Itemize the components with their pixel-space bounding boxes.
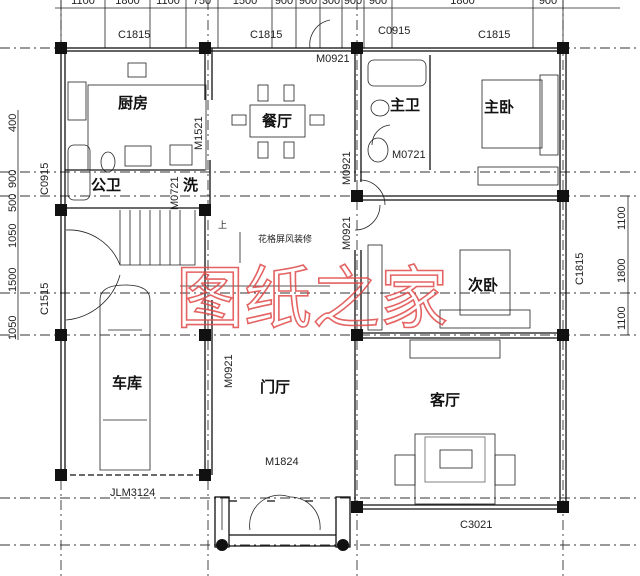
- sink-icon: [67, 81, 87, 121]
- kitchen-counter: [87, 84, 207, 171]
- svg-text:1050: 1050: [7, 224, 19, 248]
- structural-columns: [55, 42, 569, 551]
- svg-text:M0921: M0921: [316, 53, 350, 65]
- room-living: 客厅: [429, 391, 460, 409]
- public-washbasin: [124, 145, 152, 167]
- svg-text:M0921: M0921: [223, 354, 235, 388]
- dimension-label: 1100: [71, 0, 95, 7]
- svg-text:JLM3124: JLM3124: [110, 487, 155, 499]
- dimension-label: 900: [539, 0, 557, 7]
- svg-text:1100: 1100: [616, 306, 628, 330]
- svg-text:C0915: C0915: [378, 25, 410, 37]
- room-kitchen: 厨房: [118, 94, 148, 112]
- dimension-label: 900: [344, 0, 362, 7]
- washing-machine: [169, 144, 193, 166]
- room-dining: 餐厅: [262, 112, 292, 130]
- left-dimension: 400 900 500 1050 1500 1050 C0915 C1515: [7, 110, 51, 340]
- dimension-label: 1500: [233, 0, 257, 7]
- dimension-label: 1100: [156, 0, 180, 7]
- room-second-bed: 次卧: [468, 276, 498, 294]
- second-wardrobe: [367, 244, 383, 331]
- dimension-label: 300: [322, 0, 340, 7]
- bathtub: [367, 59, 427, 87]
- svg-text:500: 500: [7, 194, 19, 212]
- svg-text:1500: 1500: [7, 268, 19, 292]
- dimension-label: 900: [275, 0, 293, 7]
- room-garage: 车库: [112, 374, 142, 392]
- dining-table: [249, 104, 306, 138]
- svg-text:1050: 1050: [7, 316, 19, 340]
- room-foyer: 门厅: [260, 378, 290, 396]
- svg-text:M0721: M0721: [169, 176, 181, 210]
- washbasin: [367, 137, 389, 163]
- dimension-label: 1800: [115, 0, 139, 7]
- svg-text:C3021: C3021: [460, 519, 492, 531]
- stair-up-label: 上: [218, 220, 227, 231]
- screen-note: 花格屏风装修: [258, 233, 312, 245]
- opening-labels: C1815 C1815 C0915 C1815 M0921 M1521 M072…: [110, 25, 510, 531]
- public-toilet: [100, 151, 116, 173]
- svg-text:C0915: C0915: [39, 163, 51, 195]
- second-bed: [459, 249, 511, 316]
- dimension-label: 1800: [450, 0, 474, 7]
- svg-text:1100: 1100: [616, 206, 628, 230]
- svg-text:400: 400: [7, 114, 19, 132]
- dimension-label: 900: [299, 0, 317, 7]
- toilet: [370, 99, 390, 117]
- svg-text:C1815: C1815: [250, 29, 282, 41]
- right-dimension: 1100 1800 1100 C1815: [574, 196, 629, 335]
- dimension-label: 750: [193, 0, 211, 7]
- svg-text:M0921: M0921: [341, 216, 353, 250]
- entrance-door-swing: [221, 494, 321, 531]
- room-labels: 厨房 餐厅 主卫 主卧 公卫 洗 次卧 车库 门厅 客厅: [91, 94, 514, 409]
- stove-icon: [127, 62, 147, 78]
- car-icon: [99, 284, 151, 471]
- svg-text:1800: 1800: [616, 259, 628, 283]
- svg-text:M0721: M0721: [392, 149, 426, 161]
- door-swings: [309, 19, 391, 231]
- watermark: 图纸之家: [176, 260, 448, 339]
- svg-text:900: 900: [7, 170, 19, 188]
- svg-text:C1815: C1815: [118, 29, 150, 41]
- svg-text:C1815: C1815: [478, 29, 510, 41]
- svg-text:M0921: M0921: [341, 151, 353, 185]
- room-master-bath: 主卫: [390, 96, 420, 114]
- master-bed: [481, 79, 543, 149]
- tv-cabinet: [409, 339, 501, 359]
- top-dimension: 1100 1800 1100 750 1500 900 900 300 900 900 1800 90…: [55, 0, 620, 48]
- svg-text:M1521: M1521: [193, 116, 205, 150]
- dimension-label: 900: [369, 0, 387, 7]
- sofa-set: [414, 433, 496, 505]
- svg-text:C1515: C1515: [39, 283, 51, 315]
- room-public-bath: 公卫: [91, 176, 121, 194]
- room-master-bed: 主卧: [484, 98, 514, 116]
- wardrobe: [477, 166, 559, 186]
- room-laundry: 洗: [183, 176, 198, 194]
- svg-text:M1824: M1824: [265, 456, 299, 468]
- public-bathtub: [67, 144, 91, 201]
- furniture: [65, 19, 559, 531]
- svg-text:C1815: C1815: [574, 253, 586, 285]
